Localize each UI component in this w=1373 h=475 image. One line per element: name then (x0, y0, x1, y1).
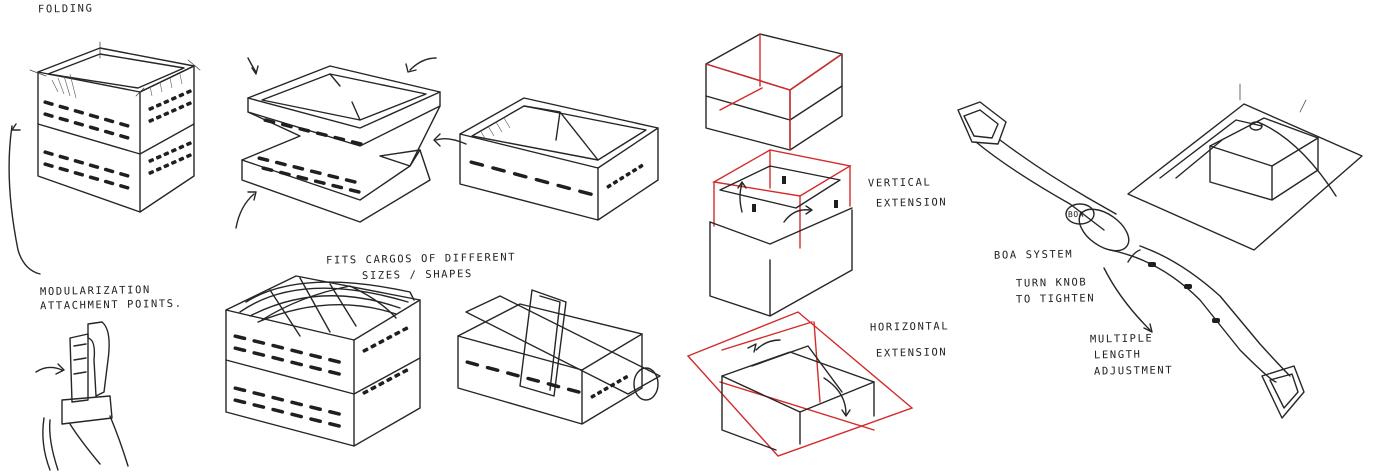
attachment-points-label: ATTACHMENT POINTS. (40, 297, 183, 313)
boa-dial-label: BOA (1068, 208, 1084, 222)
open-crate-sketch (30, 42, 200, 212)
turn-knob-label: TURN KNOB (1016, 275, 1088, 290)
folded-crate-sketch (460, 98, 658, 220)
to-tighten-label: TO TIGHTEN (1016, 291, 1095, 306)
pipe-cargo-crate-sketch (458, 290, 660, 424)
dome-cargo-crate-sketch (226, 276, 420, 446)
vertical-label: VERTICAL (868, 175, 932, 190)
strapped-box-sketch (1128, 84, 1362, 250)
vertical-extension-sketch (706, 34, 852, 316)
multiple-label: MULTIPLE (1090, 331, 1154, 346)
sizes-shapes-label: SIZES / SHAPES (362, 267, 473, 283)
adjustment-label: ADJUSTMENT (1094, 363, 1173, 378)
vertical-extension-label: EXTENSION (876, 195, 948, 210)
folding-crate-sketch (236, 58, 466, 228)
horizontal-extension-label: EXTENSION (876, 345, 948, 360)
folding-label: FOLDING (38, 2, 94, 17)
horizontal-label: HORIZONTAL (870, 319, 949, 334)
length-label: LENGTH (1094, 348, 1142, 363)
modularization-label: MODULARIZATION (40, 283, 151, 299)
boa-system-label: BOA SYSTEM (994, 247, 1073, 262)
